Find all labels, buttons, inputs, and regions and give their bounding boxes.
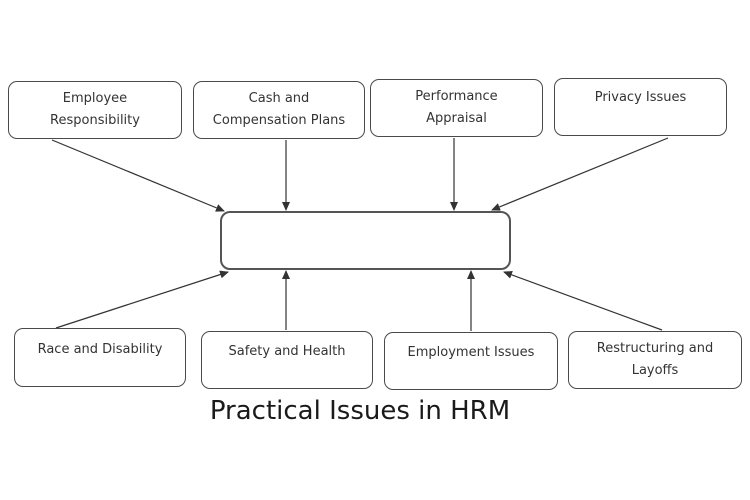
arrow-privacy-issues	[491, 137, 669, 211]
center-box	[220, 211, 511, 270]
box-label: Performance Appraisal	[415, 89, 498, 126]
box-label: Restructuring and Layoffs	[596, 341, 714, 378]
box-label: Race and Disability	[37, 342, 163, 357]
box-label: Employee Responsibility	[50, 91, 140, 128]
box-performance-appraisal: Performance Appraisal	[370, 79, 543, 137]
box-employment-issues: Employment Issues	[384, 332, 558, 390]
box-label: Employment Issues	[407, 345, 535, 360]
box-safety-health: Safety and Health	[201, 331, 373, 389]
box-privacy-issues: Privacy Issues	[554, 78, 727, 136]
box-label: Privacy Issues	[594, 90, 687, 105]
diagram-title: Practical Issues in HRM	[209, 396, 511, 426]
box-restructuring-layoffs: Restructuring and Layoffs	[568, 331, 742, 389]
box-employee-responsibility: Employee Responsibility	[8, 81, 182, 139]
box-label: Safety and Health	[228, 344, 346, 359]
box-cash-compensation-plans: Cash and Compensation Plans	[193, 81, 365, 139]
box-race-disability: Race and Disability	[14, 328, 186, 387]
arrow-restructuring-layoffs	[503, 271, 663, 331]
box-label: Cash and Compensation Plans	[212, 91, 346, 128]
arrow-race-disability	[55, 270, 229, 329]
arrow-employee-responsibility	[51, 139, 225, 212]
